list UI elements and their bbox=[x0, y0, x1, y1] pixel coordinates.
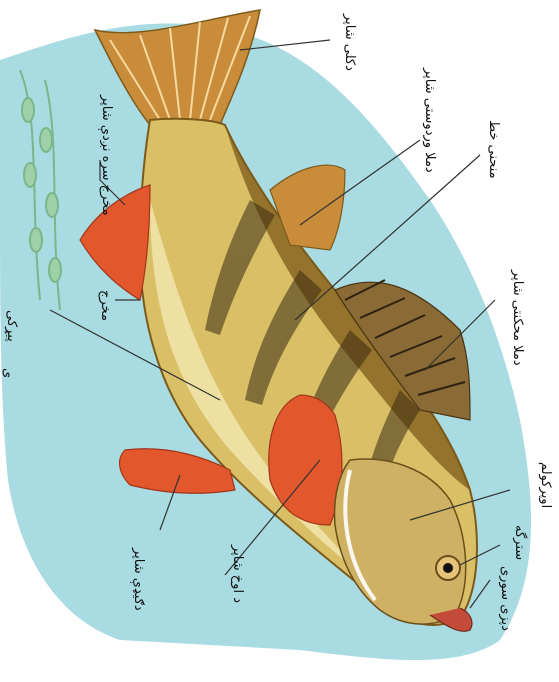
label-eye: سترگه bbox=[513, 525, 526, 560]
label-pectoral-fin: د اوخ شاپر bbox=[231, 545, 244, 603]
label-nostril: دپزی سوری bbox=[499, 566, 512, 631]
label-caudal-fin: دکلی شاپر bbox=[343, 14, 356, 71]
label-anus: مخرج bbox=[99, 290, 112, 321]
label-first-dorsal-fin: دملا محکنتی شاپر bbox=[511, 270, 524, 366]
label-lateral-line: منحنی خط bbox=[487, 120, 500, 179]
pupil bbox=[443, 563, 453, 573]
label-belly: پیړکی bbox=[5, 310, 18, 342]
label-anal-fin: مخرج سره نږدې شاپر bbox=[100, 95, 113, 216]
label-second-dorsal-fin: دملا وردوستی شاپر bbox=[423, 68, 436, 173]
label-cut: ی bbox=[1, 368, 14, 378]
label-pelvic-fin: دګیډې شاپر bbox=[132, 548, 145, 611]
label-operculum: اوپرکولم bbox=[539, 462, 552, 508]
